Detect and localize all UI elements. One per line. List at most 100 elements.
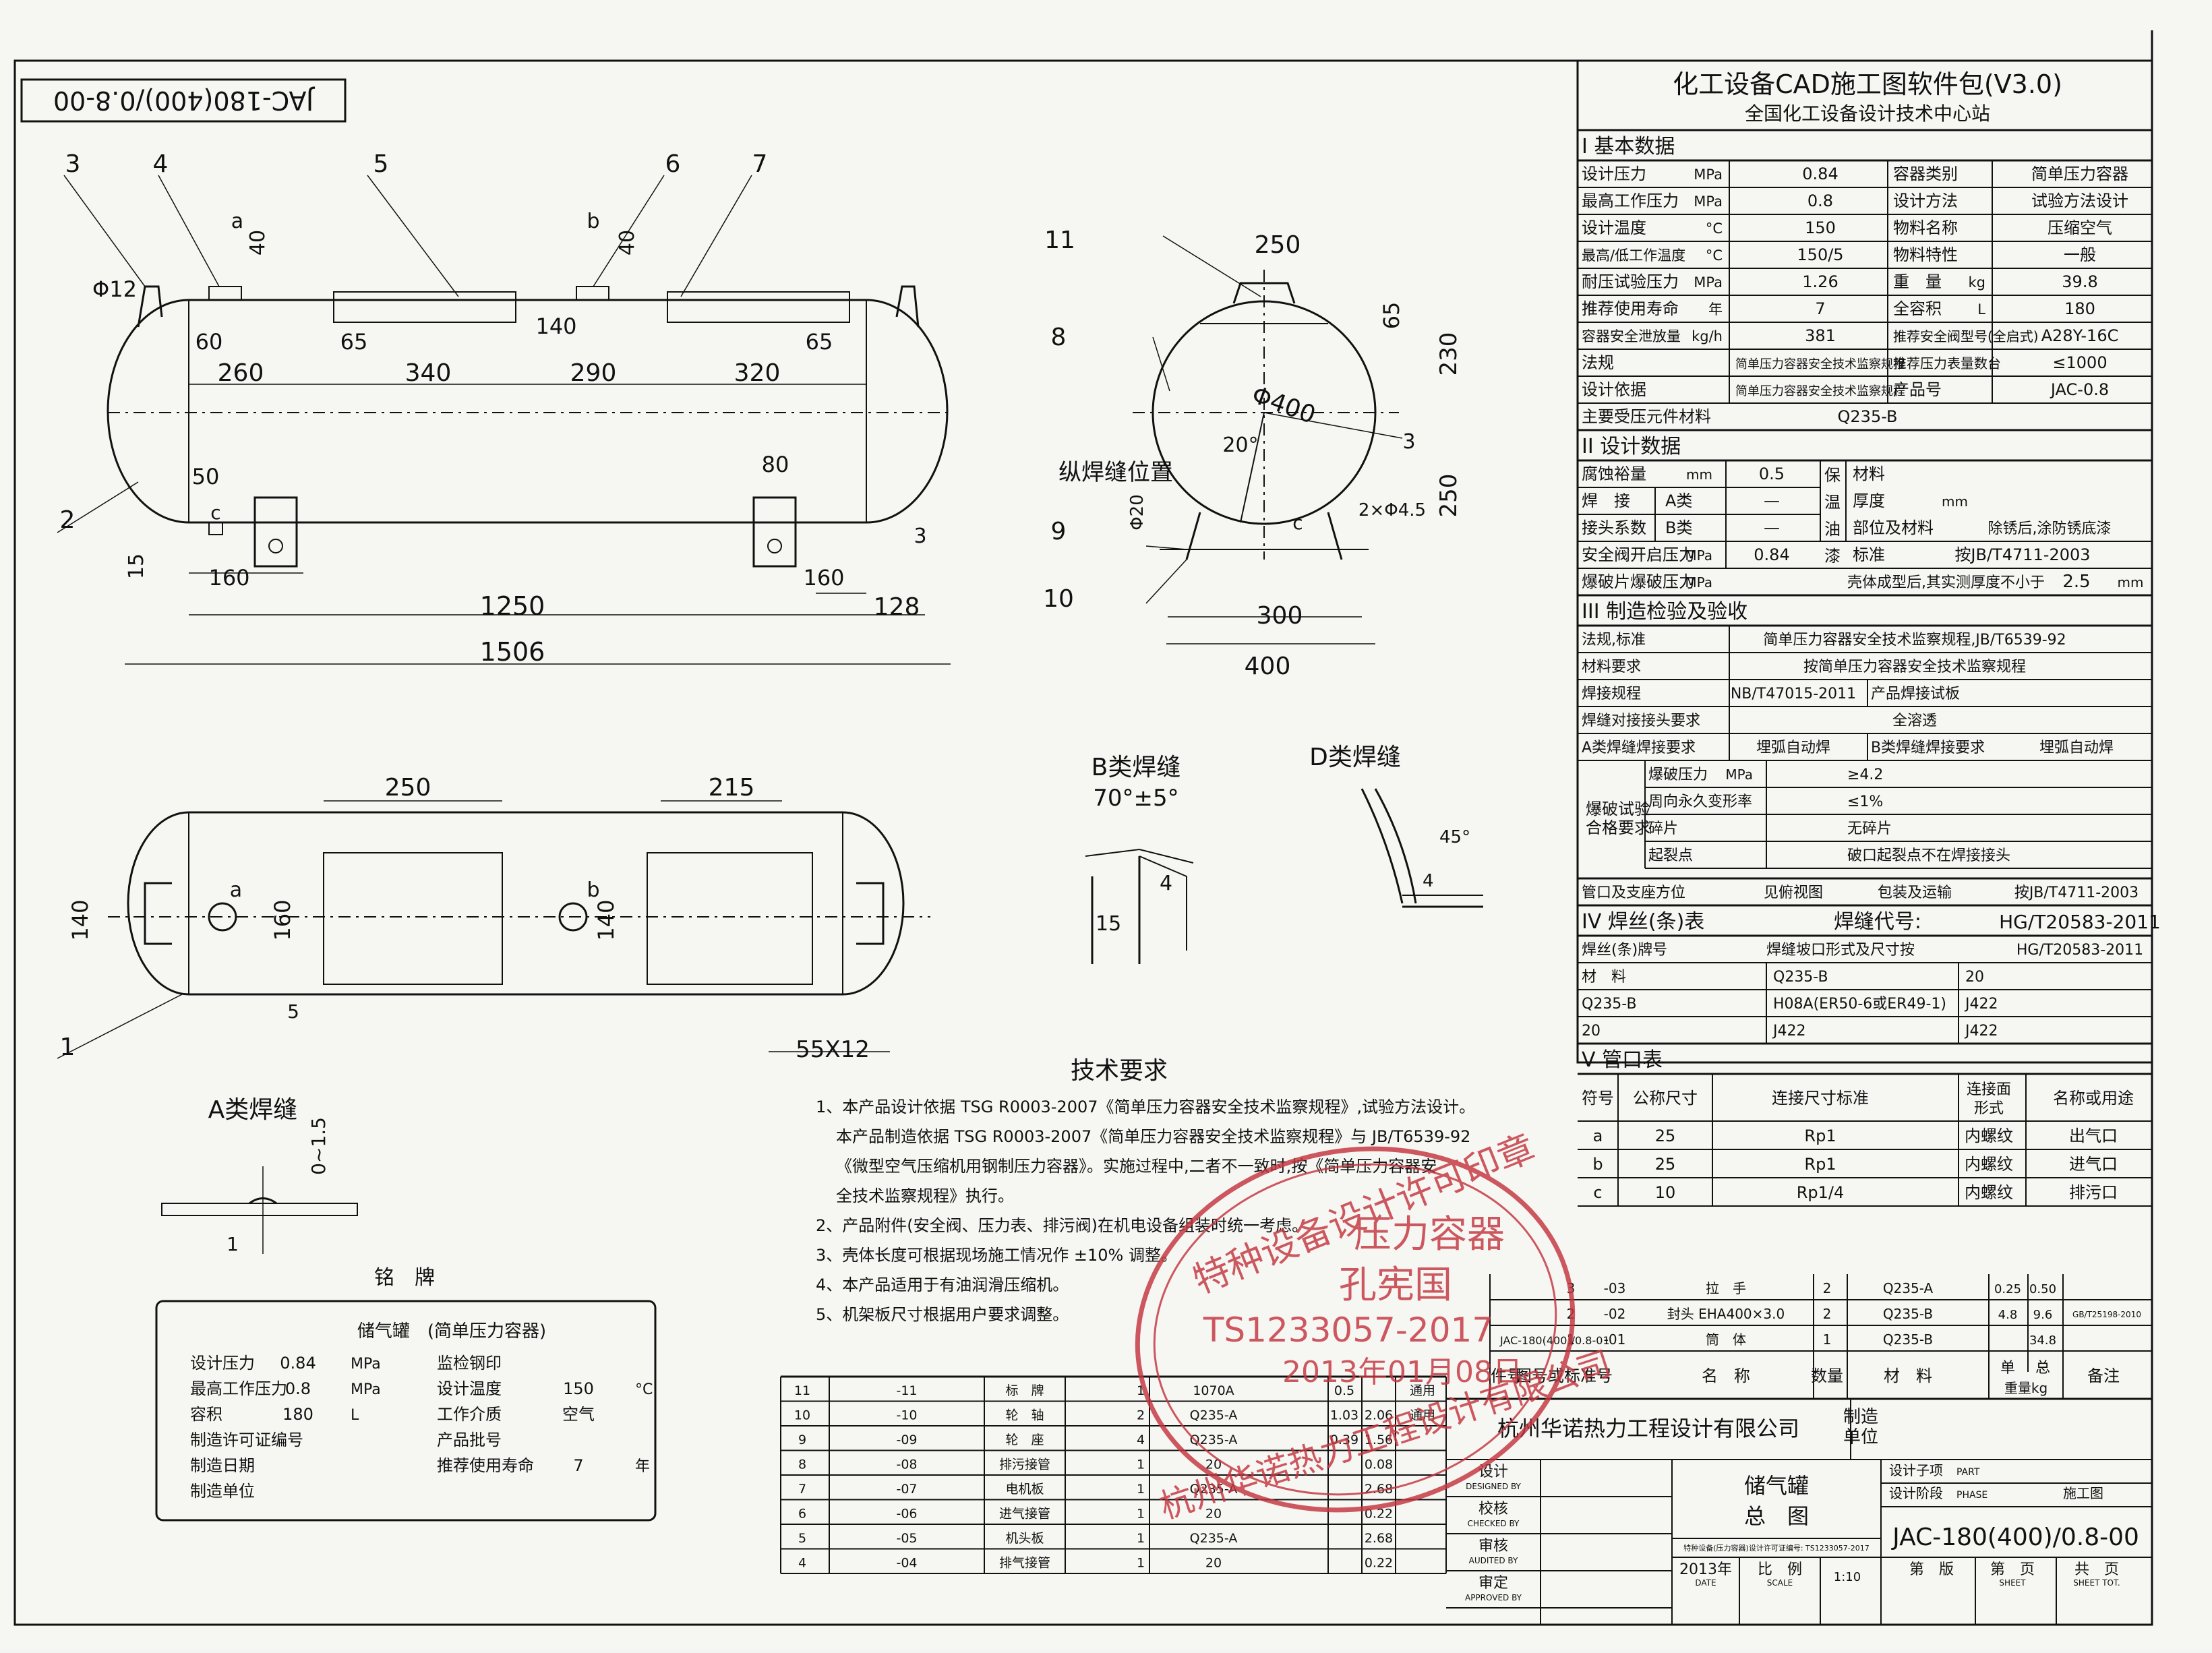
lower-part-cell: Q235-A (1190, 1531, 1238, 1546)
rod-groove-value: HG/T20583-2011 (2016, 942, 2143, 959)
lower-part-cell: 1 (1137, 1507, 1145, 1522)
wheel-seat-right (752, 496, 797, 568)
dim-plan-140-left: 140 (67, 899, 93, 940)
burst-req-value: ≤1% (1847, 793, 1883, 810)
drawing-code-text: JAC-180(400)/0.8-00 (53, 86, 315, 115)
nameplate-frame (155, 1300, 657, 1522)
parts-header: 备注 (2087, 1366, 2120, 1385)
weld-code-label: 焊缝代号: (1834, 910, 1921, 934)
drawing-name: 储气罐 (1744, 1473, 1809, 1499)
callout-5: 5 (373, 150, 389, 178)
section-heading: I 基本数据 (1582, 135, 1675, 158)
lower-part-cell: 7 (798, 1482, 806, 1497)
inspection-label-2: B类焊缝焊接要求 (1871, 740, 1985, 756)
lower-part-cell: 0.22 (1365, 1556, 1393, 1571)
basic-value-2: ≤1000 (2052, 353, 2107, 372)
stamp-center-text: 压力容器 (1354, 1213, 1505, 1257)
lower-part-cell: 10 (794, 1408, 810, 1423)
lower-part-cell: Q235-A (1190, 1433, 1238, 1447)
lower-part-cell: 1070A (1193, 1383, 1234, 1398)
scale-label: 比 例 (1758, 1561, 1802, 1578)
nozzle-orient-label: 管口及支座方位 (1582, 884, 1685, 901)
callout-9: 9 (1051, 518, 1067, 545)
lower-part-cell: 4 (1137, 1433, 1145, 1447)
section-heading: III 制造检验及验收 (1582, 600, 1747, 624)
handle-side (1232, 282, 1296, 304)
basic-value: 150 (1805, 218, 1836, 237)
scale-value: 1:10 (1834, 1570, 1861, 1584)
label-c-side: c (1292, 512, 1303, 534)
dim-128: 128 (874, 593, 920, 621)
sheet-label: 第 页 (1990, 1561, 2035, 1578)
b-weld-angle: 70°±5° (1093, 785, 1178, 812)
handle-plan-left (144, 882, 172, 945)
basic-label: 最高/低工作温度 (1582, 247, 1685, 264)
insulation-char: 保 (1824, 466, 1841, 485)
basic-value: 381 (1805, 326, 1836, 345)
lower-part-cell: -11 (896, 1383, 917, 1398)
rod-cell: Q235-B (1773, 969, 1828, 986)
nameplate-right-label: 产品批号 (437, 1431, 502, 1449)
lower-part-cell: 轮 座 (1005, 1433, 1044, 1447)
basic-unit: MPa (1694, 167, 1723, 183)
role-label: 校核 (1478, 1501, 1508, 1517)
nameplate-left-unit: L (351, 1407, 359, 1424)
basic-value: 7 (1815, 299, 1825, 318)
part-drawing: JAC-180(400)/0.8-01 (1499, 1334, 1610, 1347)
basic-unit-2: L (1977, 301, 1985, 318)
role-en: DESIGNED BY (1466, 1482, 1521, 1491)
lower-part-cell: 6 (798, 1507, 806, 1522)
part-material: Q235-B (1883, 1331, 1933, 1348)
lower-part-cell: 0.5 (1334, 1383, 1354, 1398)
nozzle-header: 符号 (1582, 1089, 1614, 1108)
note-line: 3、壳体长度可根据现场施工情况作 ±10% 调整。 (816, 1246, 1177, 1265)
nameplate-right-label: 推荐使用寿命 (437, 1456, 534, 1475)
part-remark: GB/T25198-2010 (2072, 1310, 2141, 1319)
nozzle-cell: 10 (1655, 1183, 1676, 1202)
lower-part-cell: 2.68 (1365, 1531, 1393, 1546)
nozzle-cell: 25 (1655, 1155, 1676, 1174)
note-line: 本产品制造依据 TSG R0003-2007《简单压力容器安全技术监察规程》与 … (836, 1127, 1470, 1146)
drawing-number: JAC-180(400)/0.8-00 (1891, 1524, 2139, 1551)
inspection-value: 埋弧自动焊 (1756, 740, 1830, 756)
lower-part-cell: 0.39 (1330, 1433, 1358, 1447)
callout-4: 4 (153, 150, 169, 178)
b-weld-dim-4: 4 (1160, 872, 1172, 895)
callout-2: 2 (60, 506, 76, 534)
burst-req-unit: MPa (1725, 767, 1753, 783)
dim-50: 50 (192, 464, 220, 489)
lower-part-cell: 8 (798, 1457, 806, 1472)
packing-value: 按JB/T4711-2003 (2014, 884, 2139, 901)
weld-code-value: HG/T20583-2011 (1999, 911, 2161, 933)
lower-part-cell: 1.56 (1365, 1433, 1393, 1447)
inspection-label: 焊接规程 (1582, 686, 1641, 702)
lower-part-cell: 轮 轴 (1005, 1408, 1044, 1423)
nameplate-left-label: 容积 (190, 1405, 222, 1424)
basic-value-2: 简单压力容器 (2031, 164, 2128, 183)
shell-value: 2.5 (2062, 572, 2090, 592)
paint-parts-value: 除锈后,涂防锈底漆 (1988, 520, 2112, 537)
callout-10: 10 (1043, 585, 1074, 613)
dim-320: 320 (734, 359, 781, 387)
nameplate-right-value: 150 (563, 1379, 594, 1398)
handle-plan-right (856, 882, 885, 945)
sheet-subtitle: 全国化工设备设计技术中心站 (1745, 102, 1990, 125)
part-unit-wt: 0.25 (1994, 1282, 2021, 1296)
burst-group-label-2: 合格要求 (1586, 818, 1650, 837)
dim-plan-250: 250 (385, 774, 431, 802)
edition-label: 第 版 (1909, 1561, 1954, 1578)
valve-label: 安全阀开启压力 (1582, 545, 1695, 564)
inspection-value-2: 埋弧自动焊 (2039, 740, 2114, 756)
dim-60: 60 (196, 329, 223, 355)
lower-part-cell: -06 (896, 1507, 917, 1522)
manufacturer-label: 制造 (1843, 1407, 1878, 1427)
role-label: 审定 (1478, 1575, 1508, 1592)
dim-160-left: 160 (208, 565, 249, 591)
rod-cell: 20 (1965, 969, 1984, 986)
part-unit-wt: 4.8 (1998, 1308, 2018, 1322)
dim-side-300: 300 (1257, 602, 1303, 630)
burst-req-value: 无碎片 (1847, 820, 1892, 837)
role-label: 审核 (1478, 1538, 1508, 1555)
